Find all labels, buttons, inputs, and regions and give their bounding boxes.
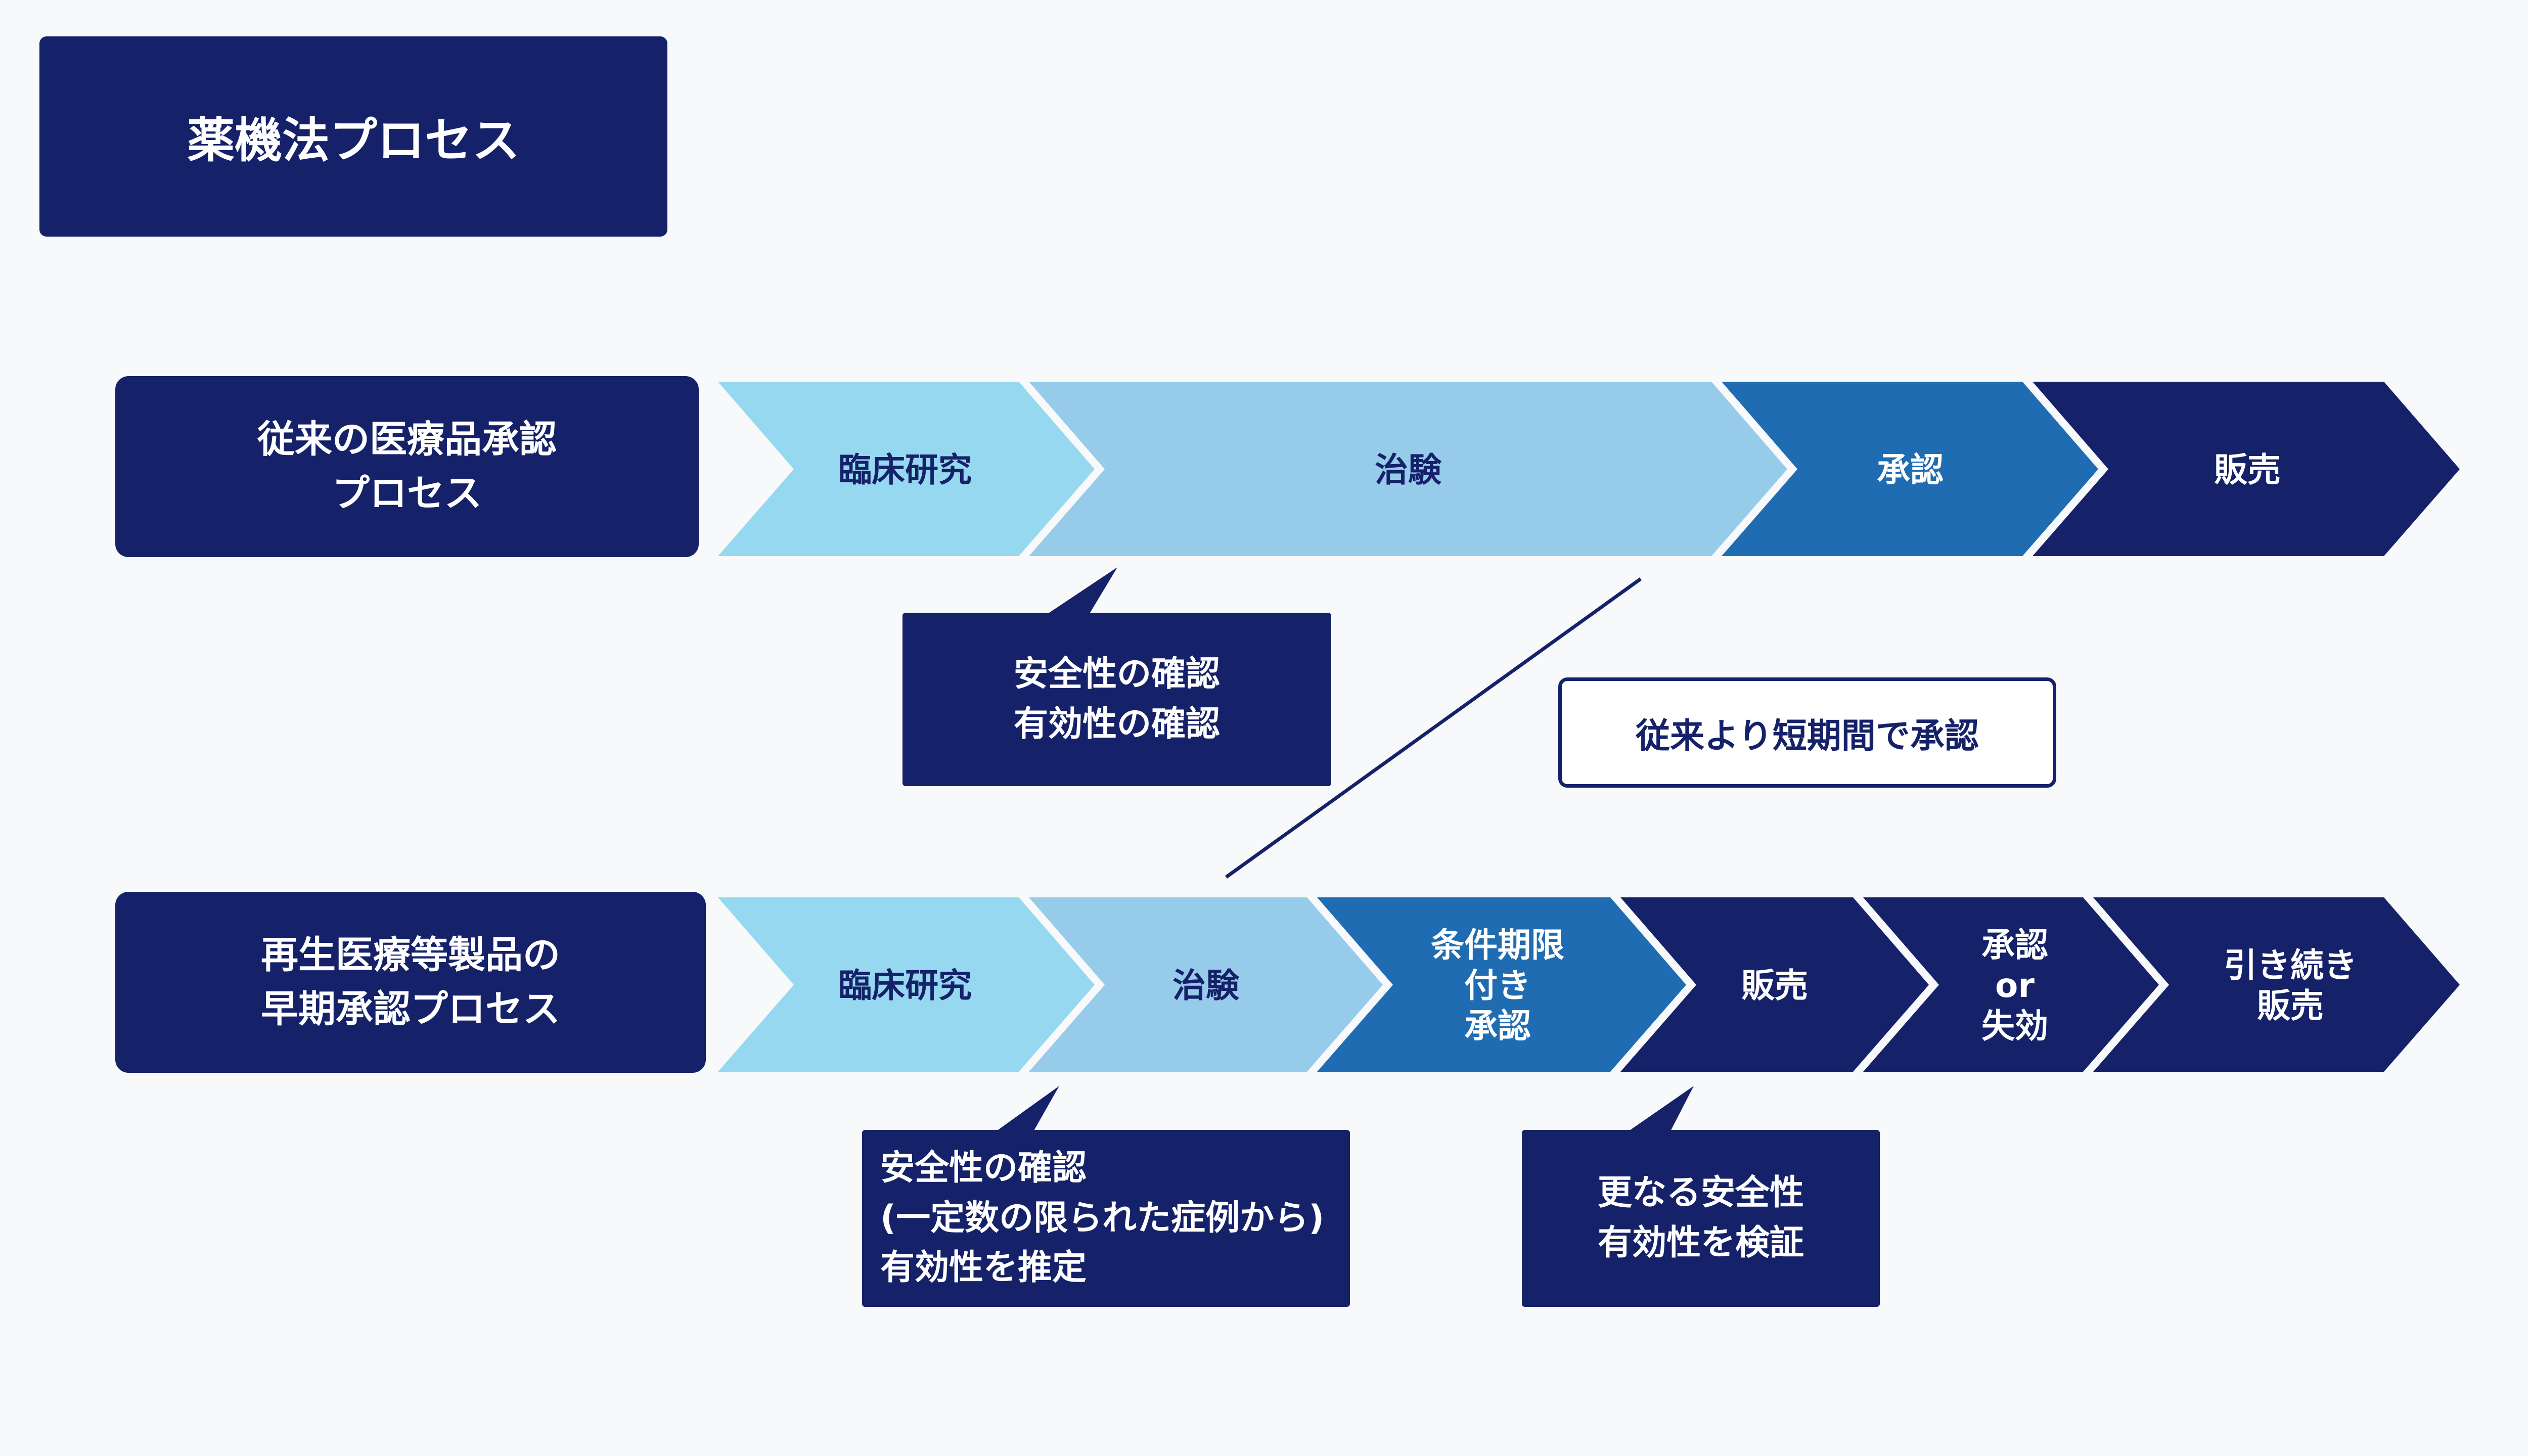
conventional-process-label: 従来の医療品承認 プロセス — [115, 376, 699, 557]
conventional-chevron-4: 販売 — [2033, 382, 2460, 556]
early-step-3-text: 条件期限付き承認 — [1431, 926, 1564, 1045]
early-note-1: 安全性の確認 (一定数の限られた症例から) 有効性を推定 — [862, 1130, 1350, 1307]
conventional-chevron-1: 臨床研究 — [718, 382, 1095, 556]
early-step-3-line-3: 承認 — [1464, 1007, 1531, 1045]
note-1-pointer — [1042, 567, 1117, 618]
early-step-4-line-1: 販売 — [1741, 966, 1808, 1005]
conventional-step-3-text: 承認 — [1877, 450, 1944, 489]
early-chevron-4: 販売 — [1620, 897, 1929, 1072]
early-step-6-line-2: 販売 — [2257, 986, 2324, 1025]
early-step-5-line-3: 失効 — [1981, 1007, 2048, 1045]
early-step-5-line-1: 承認 — [1981, 926, 2048, 965]
early-chevron-2: 治験 — [1029, 897, 1383, 1072]
conventional-chevron-2: 治験 — [1029, 382, 1787, 556]
conventional-step-2-line-1: 治験 — [1375, 450, 1442, 489]
early-chevron-3: 条件期限付き承認 — [1317, 897, 1686, 1072]
early-step-4-text: 販売 — [1741, 966, 1808, 1005]
early-approval-process-label: 再生医療等製品の 早期承認プロセス — [115, 892, 706, 1073]
conventional-step-2-text: 治験 — [1375, 450, 1442, 489]
comparison-note: 従来より短期間で承認 — [1558, 677, 2056, 788]
early-note-2: 更なる安全性 有効性を検証 — [1522, 1130, 1880, 1307]
early-step-5-line-2: or — [1995, 966, 2035, 1005]
note-3-pointer — [1623, 1086, 1694, 1135]
early-step-6-line-1: 引き続き — [2224, 946, 2357, 985]
early-step-1-line-1: 臨床研究 — [838, 966, 972, 1005]
connector-line — [1225, 577, 1642, 879]
early-step-1-text: 臨床研究 — [838, 966, 972, 1005]
early-step-3-line-1: 条件期限 — [1431, 926, 1564, 965]
page-title: 薬機法プロセス — [39, 36, 667, 237]
early-step-2-line-1: 治験 — [1172, 966, 1240, 1005]
early-step-6-text: 引き続き販売 — [2224, 946, 2357, 1025]
conventional-chevron-3: 承認 — [1722, 382, 2098, 556]
early-chevron-6: 引き続き販売 — [2093, 897, 2460, 1072]
conventional-step-4-line-1: 販売 — [2214, 450, 2281, 489]
early-step-3-line-2: 付き — [1464, 966, 1531, 1005]
conventional-note: 安全性の確認 有効性の確認 — [902, 613, 1331, 786]
note-2-pointer — [991, 1086, 1059, 1135]
early-chevron-1: 臨床研究 — [718, 897, 1095, 1072]
conventional-step-1-line-1: 臨床研究 — [838, 450, 972, 489]
conventional-step-4-text: 販売 — [2214, 450, 2281, 489]
early-step-2-text: 治験 — [1172, 966, 1240, 1005]
conventional-step-3-line-1: 承認 — [1877, 450, 1944, 489]
conventional-step-1-text: 臨床研究 — [838, 450, 972, 489]
